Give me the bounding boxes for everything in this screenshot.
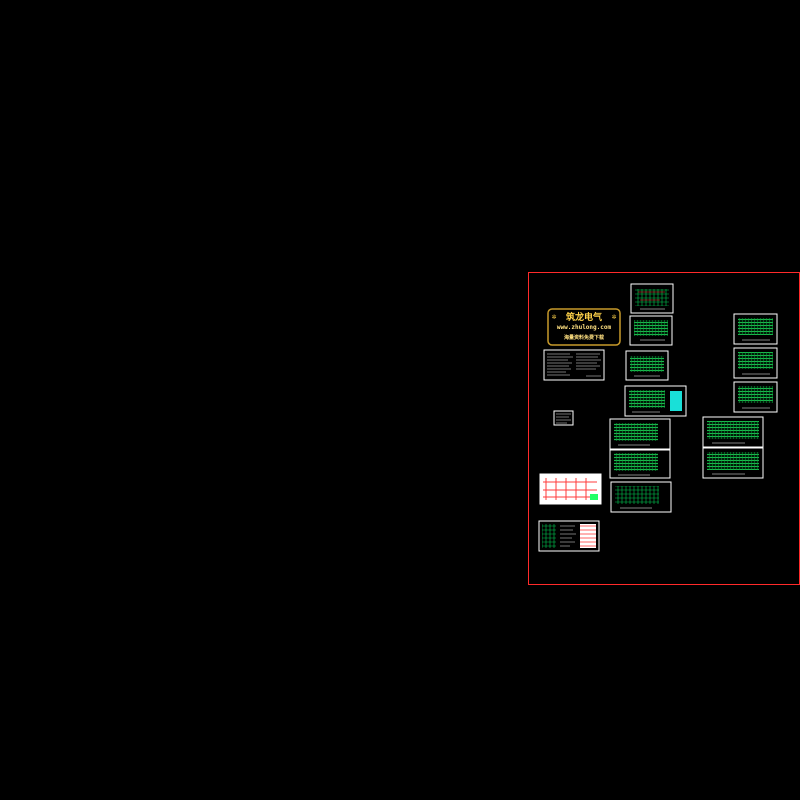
stamp-slogan: 海量资料免费下载: [564, 334, 604, 341]
system-risers: [543, 478, 597, 500]
sheet-schedule[interactable]: [538, 520, 600, 552]
schedule-table: [542, 524, 556, 548]
plan-drawing: [707, 452, 759, 470]
sheet-right-4[interactable]: [702, 416, 764, 448]
sheet-design-notes[interactable]: [543, 349, 605, 381]
sheet-plan-d[interactable]: [609, 418, 671, 450]
plan-drawing: [614, 453, 658, 471]
sheet-right-1[interactable]: [733, 313, 778, 345]
plan-drawing: [738, 352, 773, 369]
schedule-lines: [560, 525, 576, 547]
green-tag: [590, 494, 598, 500]
legend-lines: [556, 413, 571, 424]
sheet-plan-f[interactable]: [610, 481, 672, 513]
plan-drawing: [634, 320, 668, 336]
sheet-plan-e[interactable]: [609, 449, 671, 479]
plan-drawing: [629, 390, 665, 408]
plan-drawing: [738, 318, 773, 335]
plan-drawing: [738, 386, 773, 403]
stamp-star-left-icon: ✲: [551, 314, 556, 321]
plan-drawing: [707, 421, 759, 439]
plan-drawing: [635, 289, 669, 306]
stamp-url: www.zhulong.com: [557, 324, 612, 331]
plan-drawing: [614, 423, 658, 441]
sheet-frame: [543, 349, 605, 381]
plan-drawing: [630, 356, 664, 372]
sheet-right-5[interactable]: [702, 447, 764, 479]
plan-drawing: [615, 486, 659, 504]
red-table: [580, 524, 596, 548]
sheet-plan-c[interactable]: [624, 385, 687, 417]
sheet-plan-a[interactable]: [629, 315, 673, 346]
stamp-star-right-icon: ✲: [611, 314, 616, 321]
sheet-top-small[interactable]: [630, 283, 674, 314]
sheet-legend-small[interactable]: [553, 410, 574, 426]
stamp-title: 筑龙电气: [566, 311, 602, 323]
stamp-frame: [547, 308, 621, 346]
sheet-system-diagram[interactable]: [539, 473, 602, 505]
sheet-frame: [553, 410, 574, 426]
zhulong-stamp: 筑龙电气 www.zhulong.com 海量资料免费下载 ✲ ✲: [547, 308, 621, 346]
sheet-right-2[interactable]: [733, 347, 778, 379]
sheet-right-3[interactable]: [733, 381, 778, 413]
notes-text-lines: [547, 353, 601, 377]
highlight-block: [670, 391, 682, 411]
accent-lines: [638, 291, 665, 301]
sheet-plan-b[interactable]: [625, 350, 669, 381]
